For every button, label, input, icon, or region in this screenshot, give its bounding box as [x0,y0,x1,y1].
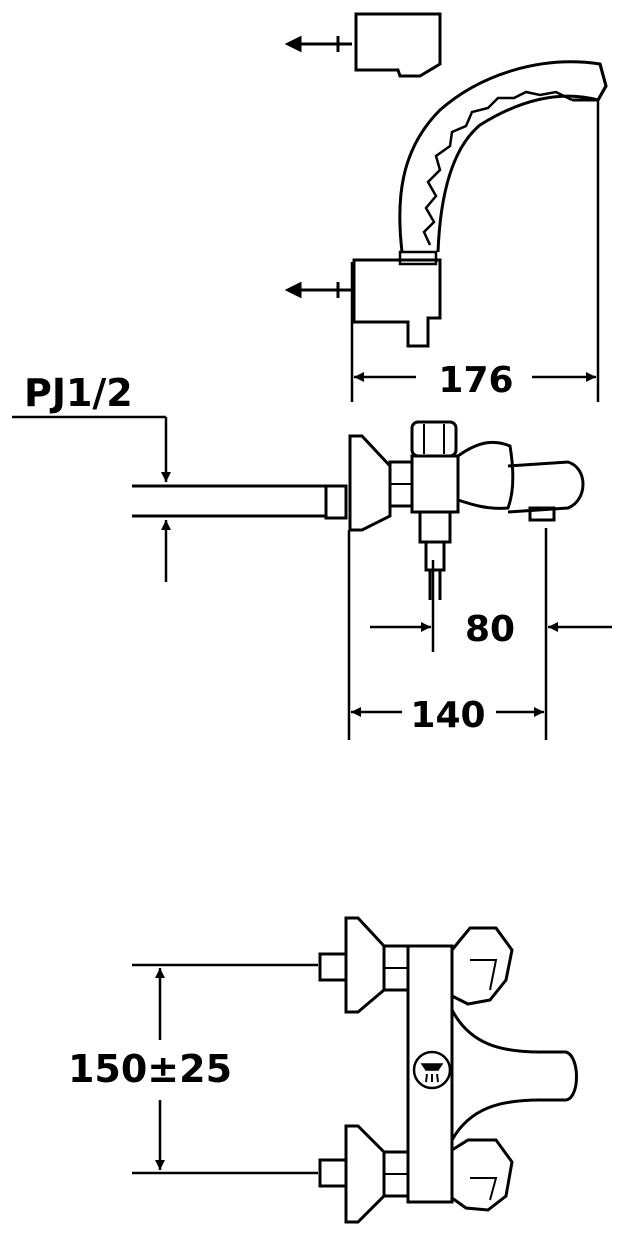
thread-dimension [12,415,171,582]
aerator [528,506,556,522]
diverter-stem [418,510,452,544]
shower-grip-wave [422,90,573,246]
dimension-label-80: 80 [465,609,515,650]
dimension-label-140: 140 [410,695,485,736]
dimension-150 [132,963,318,1175]
dimension-176 [350,100,600,402]
hand-shower-view [284,12,608,348]
front-spout [450,1009,578,1141]
spout [507,460,585,514]
shower-icon [412,1050,452,1090]
bottom-escutcheon [344,1124,386,1224]
hose-nut [398,250,438,266]
valve-body [410,454,460,514]
upper-hanger-block [354,12,442,78]
dimension-label-150: 150±25 [68,1047,232,1091]
dimension-80 [370,528,612,740]
mixer-side-view [132,420,585,600]
dimension-label-176: 176 [438,360,513,401]
bottom-handle [451,1138,514,1212]
shower-head [572,63,608,102]
top-handle [450,926,514,1006]
upper-wall-screw [284,35,352,53]
top-inlet-nut [318,952,348,982]
mixer-front-view [318,916,578,1224]
dimension-140 [347,530,544,740]
bottom-inlet-nut [318,1158,348,1188]
pipe-nut [324,484,348,520]
handle-side [456,440,515,510]
top-escutcheon [344,916,386,1014]
thread-label: PJ1/2 [24,371,133,415]
front-body [406,944,454,1204]
top-cartridge [410,420,458,458]
lower-hanger-block [352,258,442,348]
escutcheon [348,434,392,532]
shower-handle [398,60,608,253]
lower-wall-screw [284,281,352,299]
diverter-shaft [424,540,446,572]
